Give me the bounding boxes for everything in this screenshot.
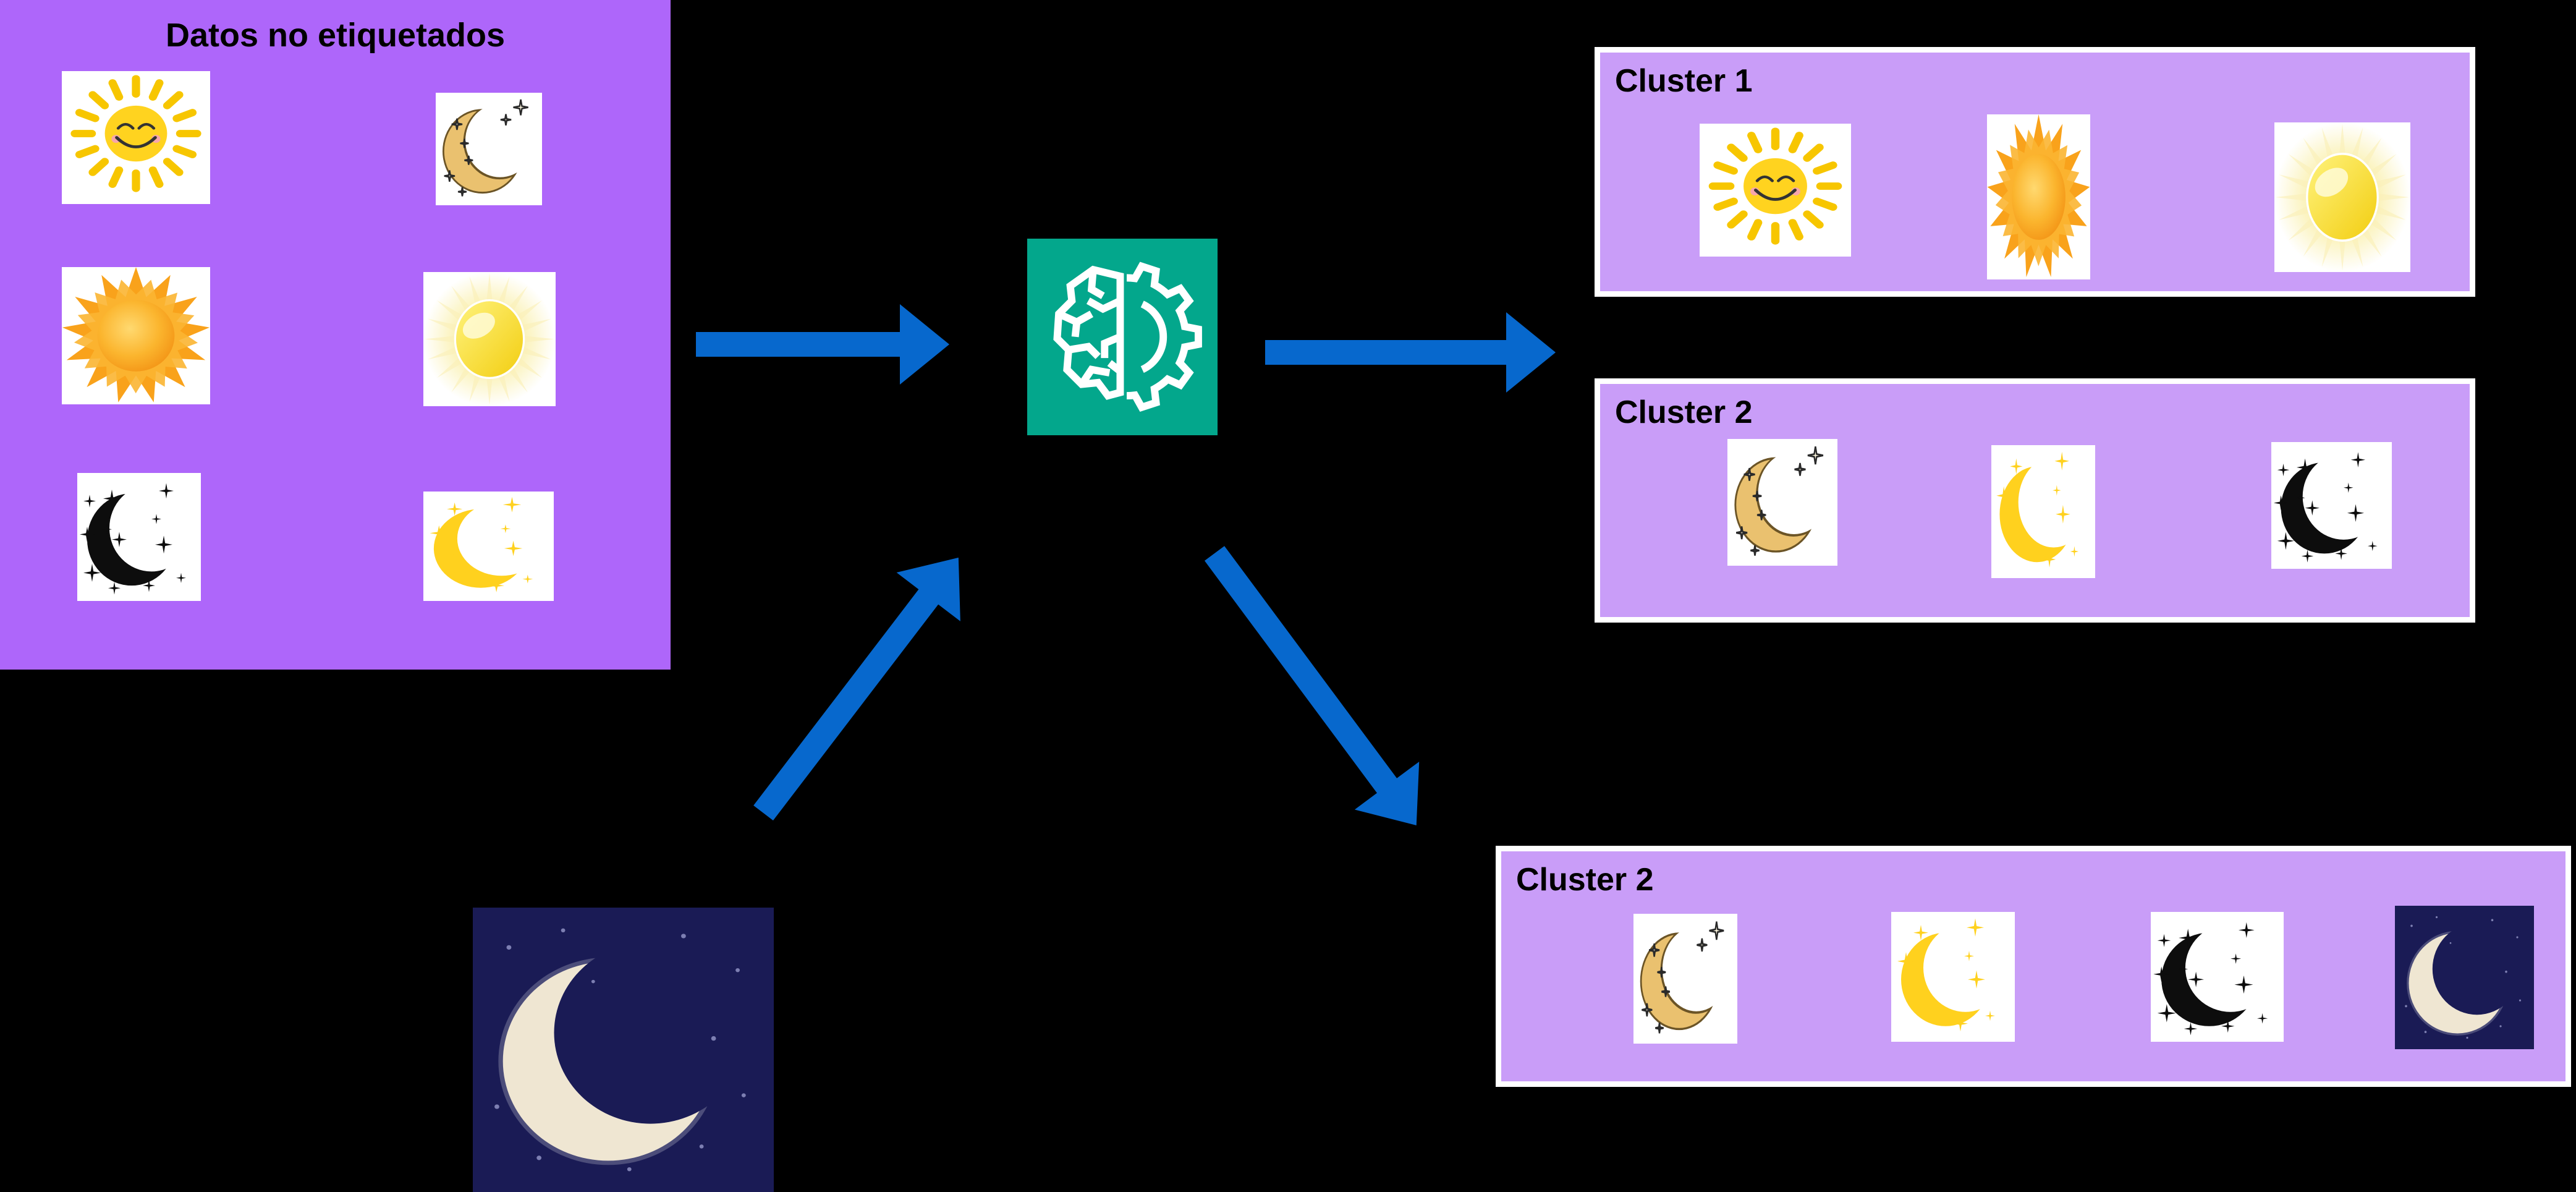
tile-sun-smiley xyxy=(62,71,210,204)
tile-moon-tan xyxy=(1633,914,1737,1044)
cluster-1-label: Cluster 1 xyxy=(1615,63,1753,99)
moon-tan-icon xyxy=(1727,439,1837,566)
arrow-model-to-clusters xyxy=(1265,312,1556,393)
tile-moon-yellow xyxy=(1991,445,2095,578)
tile-sun-glow xyxy=(2274,122,2410,272)
tile-sun-spiky xyxy=(62,267,210,404)
ml-model-box xyxy=(1027,239,1218,435)
moon-black-icon xyxy=(2151,912,2284,1042)
sun-smiley-icon xyxy=(62,71,210,204)
sun-glow-icon xyxy=(423,272,556,406)
sun-spiky-icon xyxy=(1987,114,2090,279)
moon-yellow-icon xyxy=(423,492,554,601)
tile-moon-yellow xyxy=(1891,912,2015,1042)
moon-yellow-icon xyxy=(1891,912,2015,1042)
moon-night-photo-icon xyxy=(473,908,774,1192)
new-input-night-moon-image xyxy=(473,908,774,1192)
tile-moon-tan xyxy=(1727,439,1837,566)
sun-glow-icon xyxy=(2274,122,2410,272)
tile-moon-black xyxy=(2151,912,2284,1042)
arrow-new-input-to-model xyxy=(753,557,960,821)
tile-moon-black xyxy=(77,473,201,601)
arrow-unlabeled-data-to-model xyxy=(696,304,949,385)
arrow-model-to-new-cluster xyxy=(1204,546,1420,825)
sun-smiley-icon xyxy=(1700,124,1851,257)
cluster-2-new-label: Cluster 2 xyxy=(1516,862,1654,898)
moon-tan-icon xyxy=(1633,914,1737,1044)
moon-yellow-icon xyxy=(1991,445,2095,578)
tile-moon-black xyxy=(2271,442,2392,569)
tile-moon-tan xyxy=(436,93,542,205)
moon-black-icon xyxy=(2271,442,2392,569)
tile-sun-glow xyxy=(423,272,556,406)
moon-tan-icon xyxy=(436,93,542,205)
sun-spiky-icon xyxy=(62,267,210,404)
moon-night-photo-icon xyxy=(2395,906,2534,1049)
panel-title: Datos no etiquetados xyxy=(165,17,506,54)
tile-moon-yellow xyxy=(423,492,554,601)
tile-sun-spiky xyxy=(1987,114,2090,279)
moon-black-icon xyxy=(77,473,201,601)
brain-gear-icon xyxy=(1053,262,1202,412)
tile-sun-smiley xyxy=(1700,124,1851,257)
cluster-2-label: Cluster 2 xyxy=(1615,394,1753,430)
tile-moon-night-photo xyxy=(2395,906,2534,1049)
